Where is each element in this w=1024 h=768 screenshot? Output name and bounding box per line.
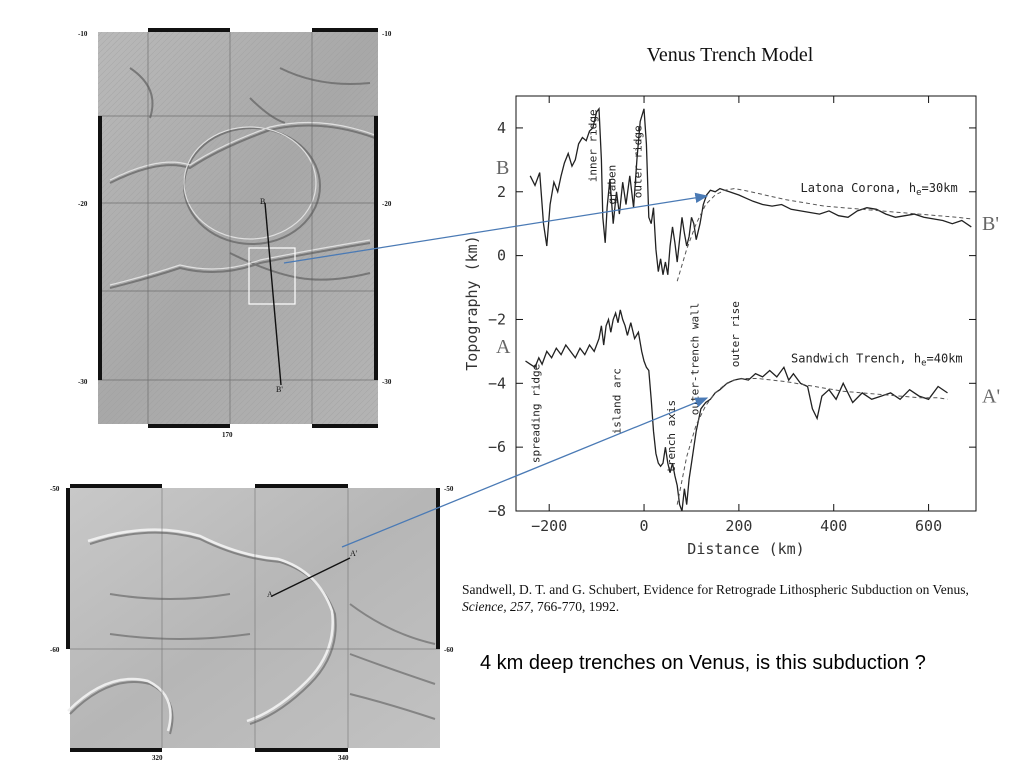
lat-label: -30 — [382, 378, 392, 386]
profile-label-b: B — [260, 197, 265, 206]
inset-box — [248, 247, 296, 305]
citation: Sandwell, D. T. and G. Schubert, Evidenc… — [462, 581, 1002, 615]
y-tick-label: −8 — [488, 502, 506, 520]
lat-label: -20 — [382, 200, 392, 208]
profile-label-a: A — [267, 590, 273, 599]
map-latona-corona: B B' -10 -10 -20 -20 -30 -30 170 — [78, 28, 392, 438]
profile-curve — [525, 309, 948, 512]
series-label-subscript: e — [916, 188, 921, 198]
map-trench: A A' -50 -50 -60 -60 320 340 — [50, 484, 454, 762]
profile-end-label: B' — [982, 213, 999, 235]
profile-line-b — [264, 202, 282, 386]
lat-label: -20 — [78, 200, 88, 208]
lat-label: -30 — [78, 378, 88, 386]
profile-start-label: A — [496, 336, 511, 358]
x-tick-label: 200 — [725, 517, 752, 535]
feature-annotation: outer ridge — [632, 125, 645, 198]
citation-text: Sandwell, D. T. and G. Schubert, Evidenc… — [462, 582, 969, 597]
slide-caption: 4 km deep trenches on Venus, is this sub… — [480, 652, 926, 674]
plot-frame — [515, 95, 977, 512]
y-tick-label: −4 — [488, 374, 506, 392]
profile-label-b-prime: B' — [276, 385, 283, 394]
series-label-rest: =40km — [927, 352, 963, 366]
lat-label: -50 — [444, 485, 454, 493]
profile-end-label: A' — [982, 385, 1000, 407]
feature-annotation: spreading ridge — [530, 364, 543, 463]
x-tick-label: 0 — [640, 517, 649, 535]
feature-annotation: trench axis — [665, 400, 678, 473]
profile-curve — [529, 106, 972, 275]
x-tick-label: −200 — [531, 517, 567, 535]
lon-label: 170 — [222, 431, 233, 438]
citation-pages: 766-770, 1992. — [533, 599, 620, 614]
lat-label: -10 — [382, 30, 392, 38]
x-axis-label: Distance (km) — [687, 540, 804, 558]
series-label-rest: =30km — [922, 181, 958, 195]
lon-label: 320 — [152, 754, 163, 762]
series-label: Sandwich Trench, he=40km — [791, 352, 963, 369]
feature-annotation: inner ridge — [587, 109, 600, 182]
series-label-main: Latona Corona, h — [801, 181, 917, 195]
lat-label: -10 — [78, 30, 88, 38]
y-axis-label: Topography (km) — [463, 235, 481, 370]
lat-label: -60 — [444, 646, 454, 654]
citation-journal: Science, 257, — [462, 599, 534, 614]
lon-label: 340 — [338, 754, 349, 762]
profile-start-label: B — [496, 157, 509, 179]
y-tick-label: 2 — [497, 183, 506, 201]
y-tick-label: −2 — [488, 310, 506, 328]
figure-title: Venus Trench Model — [646, 44, 814, 66]
lat-label: -50 — [50, 485, 60, 493]
arrow-to-trench-profile — [341, 397, 709, 548]
x-tick-label: 600 — [915, 517, 942, 535]
feature-annotation: island arc — [610, 368, 623, 434]
y-tick-label: 0 — [497, 247, 506, 265]
y-tick-label: −6 — [488, 438, 506, 456]
profile-label-a-prime: A' — [350, 549, 358, 558]
series-label-main: Sandwich Trench, h — [791, 352, 921, 366]
arrow-to-latona-profile — [283, 192, 709, 264]
x-tick-label: 400 — [820, 517, 847, 535]
y-tick-label: 4 — [497, 119, 506, 137]
feature-annotation: outer-trench wall — [689, 303, 702, 416]
series-label-subscript: e — [921, 359, 926, 369]
feature-annotation: outer rise — [729, 301, 742, 367]
model-curve — [676, 188, 972, 282]
lat-label: -60 — [50, 646, 60, 654]
profile-line-a — [271, 557, 351, 597]
series-label: Latona Corona, he=30km — [801, 181, 958, 198]
feature-annotation: graben — [606, 165, 619, 205]
